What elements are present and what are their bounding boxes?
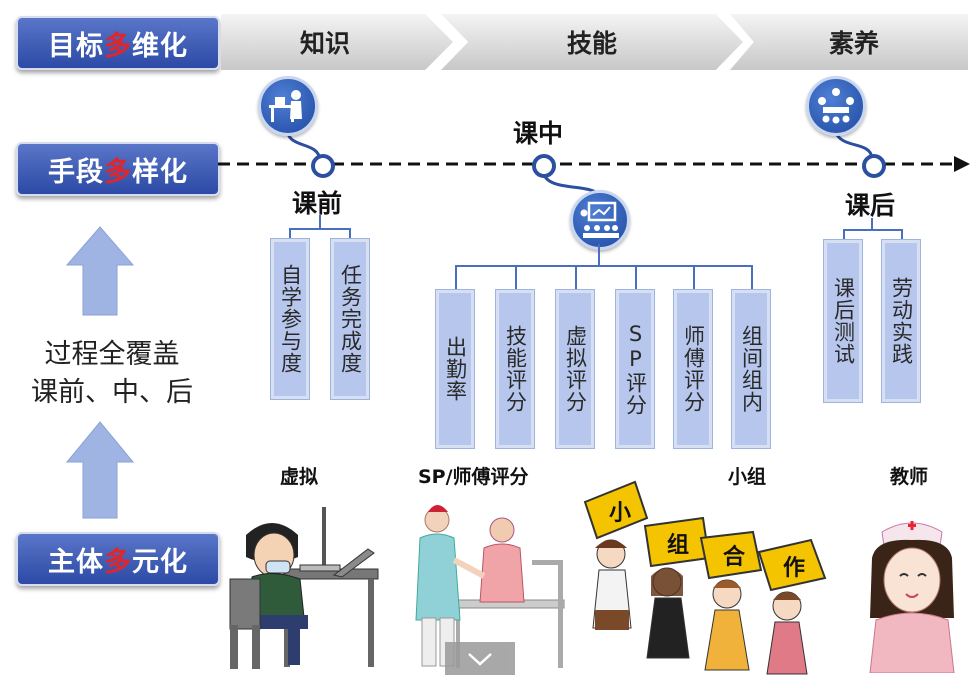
tree-line <box>843 229 845 241</box>
timeline-node-post <box>862 154 886 178</box>
tree-line <box>349 228 351 240</box>
mid-item-mentor-score: 师傅评分 <box>674 290 712 448</box>
process-coverage-text: 过程全覆盖 课前、中、后 <box>31 339 193 408</box>
classroom-icon <box>570 190 630 250</box>
tree-line <box>843 229 903 231</box>
group-sign-3: 合 <box>723 544 746 570</box>
scroll-down-button[interactable] <box>445 642 515 675</box>
teacher-nurse-illustration <box>869 521 955 673</box>
up-arrow-icon <box>65 421 135 519</box>
subject-diversification-label: 主体多元化 <box>16 532 220 586</box>
timeline-arrow <box>218 156 970 172</box>
post-item-labor-practice: 劳动实践 <box>882 240 920 402</box>
means-diversification-label: 手段多样化 <box>16 142 220 196</box>
chevron-down-icon <box>468 652 492 666</box>
group-sign-4: 作 <box>783 556 805 581</box>
group-sign-2: 组 <box>667 532 689 558</box>
tree-line <box>289 228 291 240</box>
tree-line <box>289 228 351 230</box>
tree-line <box>693 265 695 291</box>
tree-line <box>635 265 637 291</box>
student-computer-illustration <box>229 507 379 669</box>
tree-line <box>515 265 517 291</box>
up-arrow-icon <box>65 226 135 316</box>
tree-line <box>871 218 873 230</box>
chevron-literacy: 素养 <box>730 14 968 70</box>
stage-mid: 课中 <box>513 119 564 148</box>
meeting-icon <box>806 76 866 136</box>
mid-item-sp-score: SP评分 <box>616 290 654 448</box>
tree-line <box>598 244 600 266</box>
caption-sp-mentor: SP/师傅评分 <box>418 466 529 488</box>
nurse-patient-illustration <box>415 505 565 668</box>
tree-line <box>319 215 321 229</box>
mid-item-skill-score: 技能评分 <box>496 290 534 448</box>
tree-line <box>455 265 753 267</box>
chevron-knowledge: 知识 <box>221 14 453 70</box>
group-sign-1: 小 <box>609 501 631 526</box>
pre-item-self-study: 自学参与度 <box>271 239 309 399</box>
mid-item-group-score: 组间组内 <box>732 290 770 448</box>
post-item-test: 课后测试 <box>824 240 862 402</box>
tree-line <box>901 229 903 241</box>
tree-line <box>455 265 457 291</box>
stage-pre: 课前 <box>292 189 343 218</box>
pre-item-task-completion: 任务完成度 <box>331 239 369 399</box>
chevron-skill: 技能 <box>441 14 743 70</box>
stage-post: 课后 <box>845 191 896 220</box>
tree-line <box>751 265 753 291</box>
caption-virtual: 虚拟 <box>280 466 319 488</box>
group-cooperation-illustration: 小 组 合 作 <box>583 480 827 675</box>
mid-item-virtual-score: 虚拟评分 <box>556 290 594 448</box>
caption-group: 小组 <box>728 466 767 488</box>
timeline-node-pre <box>311 154 335 178</box>
timeline-node-mid <box>532 154 556 178</box>
mid-item-attendance: 出勤率 <box>436 290 474 448</box>
tree-line <box>575 265 577 291</box>
target-diversification-label: 目标多维化 <box>16 16 220 70</box>
lecture-icon <box>258 76 318 136</box>
caption-teacher: 教师 <box>890 466 929 488</box>
